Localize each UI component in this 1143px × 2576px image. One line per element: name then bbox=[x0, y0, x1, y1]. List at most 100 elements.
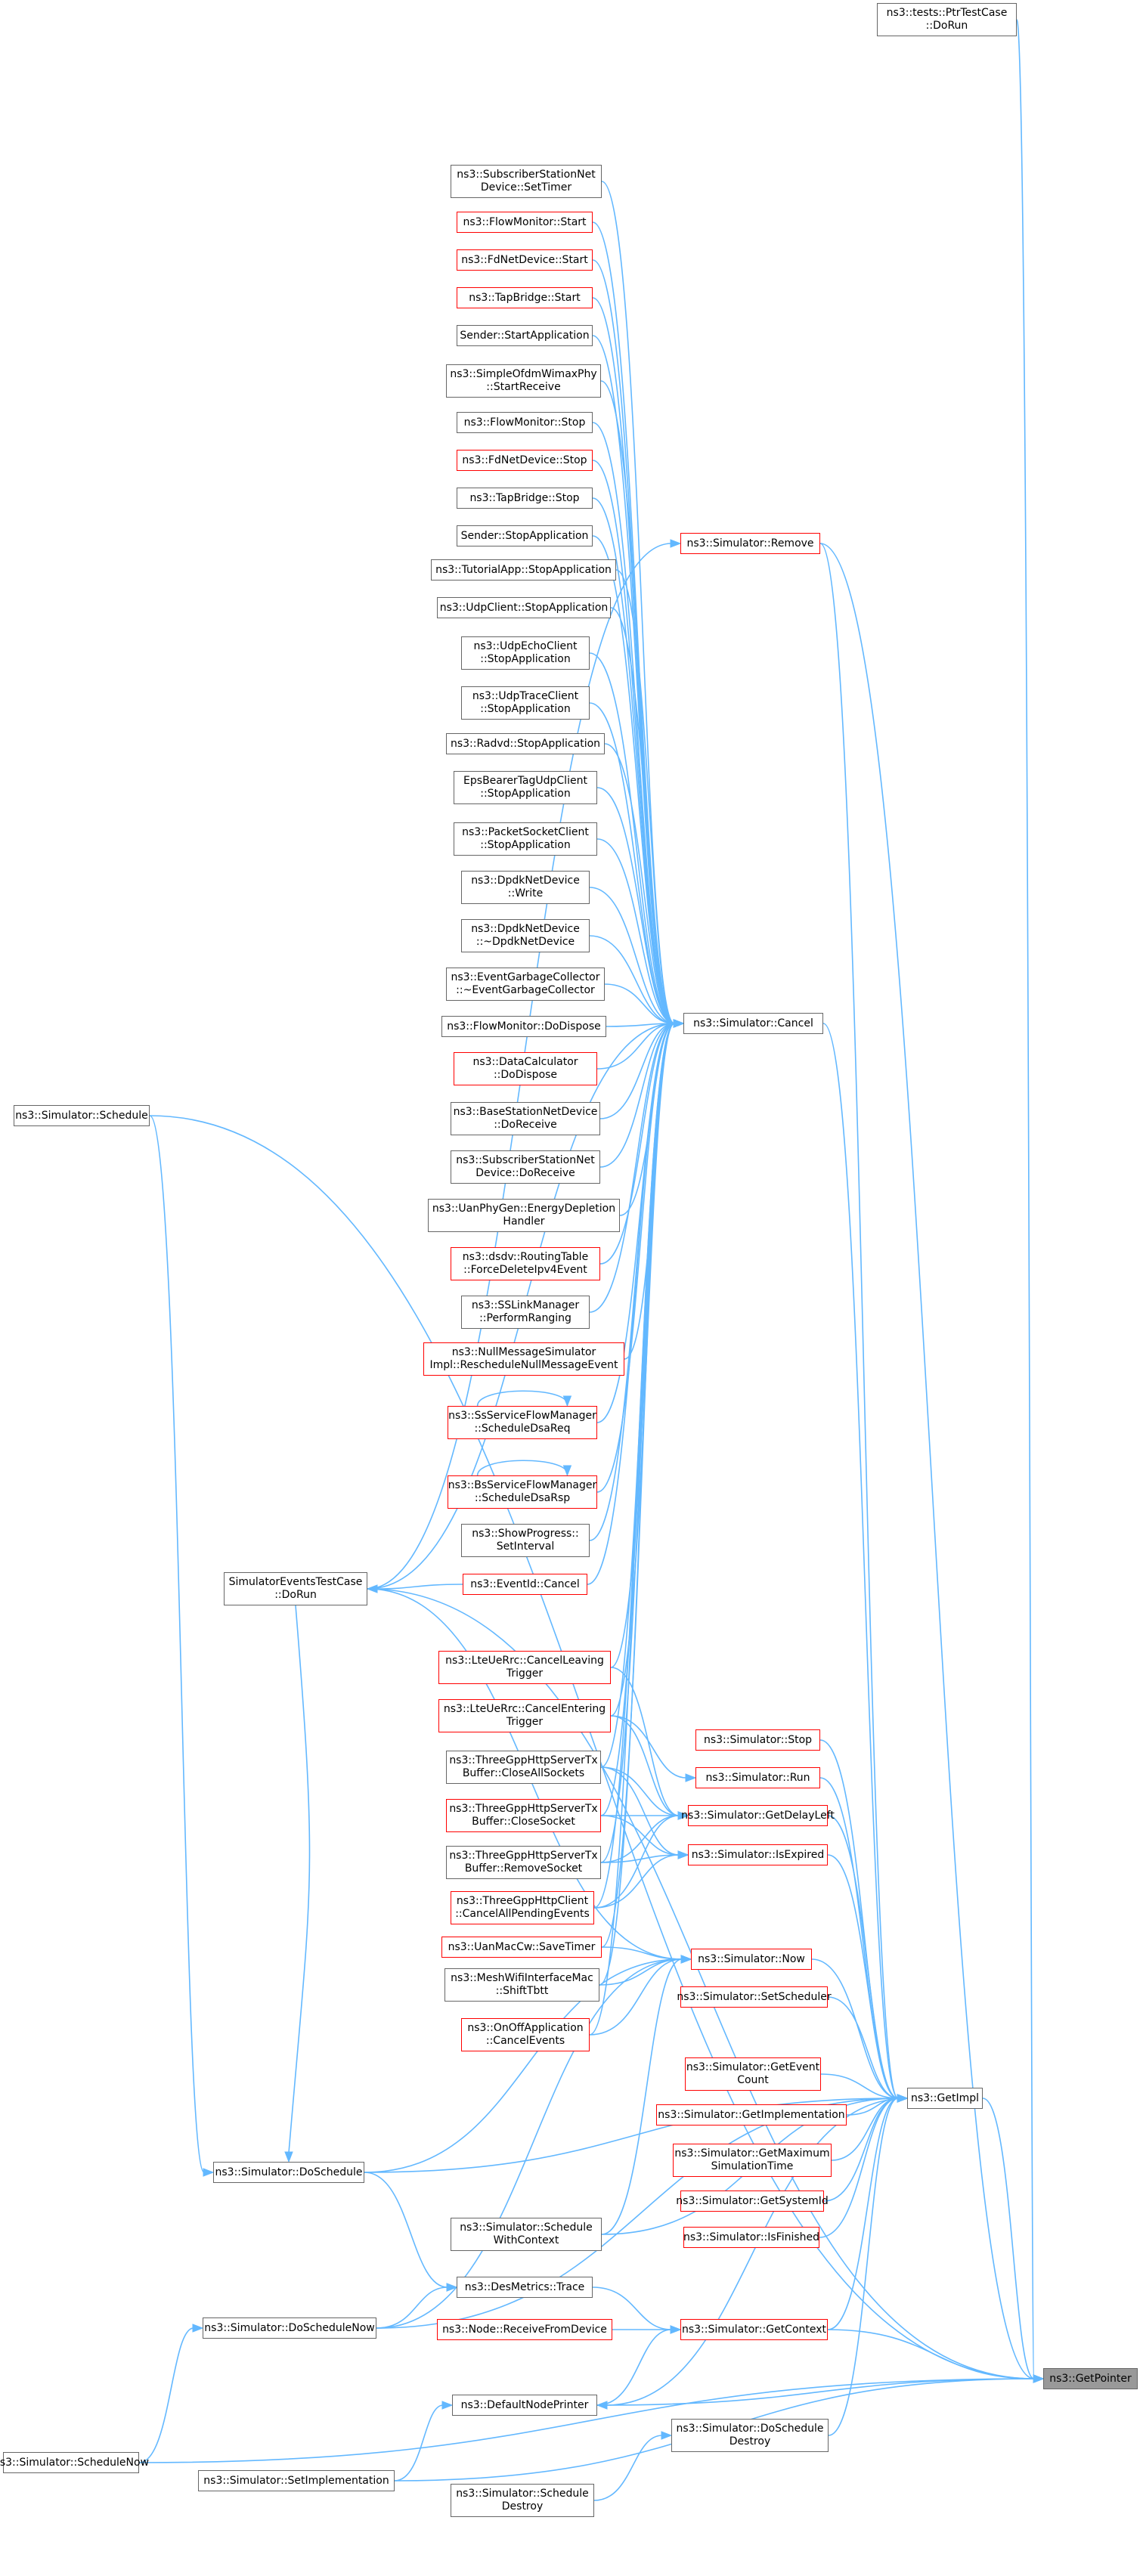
edge-sslink-to-cancel bbox=[589, 1023, 675, 1313]
node-ptrtest[interactable]: ns3::tests::PtrTestCase ::DoRun bbox=[877, 3, 1017, 36]
node-egc[interactable]: ns3::EventGarbageCollector ::~EventGarba… bbox=[446, 968, 605, 1001]
node-donow[interactable]: ns3::Simulator::DoScheduleNow bbox=[203, 2317, 376, 2339]
edge-defprinter-to-getctx bbox=[596, 2329, 672, 2406]
node-http3[interactable]: ns3::ThreeGppHttpServerTx Buffer::Remove… bbox=[446, 1846, 601, 1879]
edge-desmetrics-to-getctx bbox=[592, 2287, 672, 2330]
node-simstop[interactable]: ns3::Simulator::Stop bbox=[695, 1729, 820, 1751]
edge-dpdkdtor-to-cancel bbox=[589, 935, 675, 1024]
edge-packetsock-to-cancel bbox=[596, 838, 675, 1024]
node-sendstop[interactable]: Sender::StopApplication bbox=[457, 525, 593, 546]
edge-geteventcount-to-getimpl bbox=[820, 2073, 899, 2099]
node-getctx[interactable]: ns3::Simulator::GetContext bbox=[680, 2319, 828, 2340]
edge-bsflow-to-bsflow bbox=[476, 1460, 568, 1476]
edge-udpstop-to-cancel bbox=[610, 607, 675, 1024]
node-http1[interactable]: ns3::ThreeGppHttpServerTx Buffer::CloseA… bbox=[446, 1751, 601, 1784]
node-defprinter[interactable]: ns3::DefaultNodePrinter bbox=[452, 2395, 597, 2416]
node-fmdispose[interactable]: ns3::FlowMonitor::DoDispose bbox=[441, 1016, 606, 1037]
node-ssndrecv[interactable]: ns3::SubscriberStationNet Device::DoRece… bbox=[451, 1150, 600, 1184]
edge-radvd-to-cancel bbox=[604, 743, 675, 1024]
node-tbstop[interactable]: ns3::TapBridge::Stop bbox=[457, 488, 593, 509]
node-radvd[interactable]: ns3::Radvd::StopApplication bbox=[446, 733, 605, 754]
node-uanphy[interactable]: ns3::UanPhyGen::EnergyDepletion Handler bbox=[428, 1199, 620, 1232]
node-simpleofdm[interactable]: ns3::SimpleOfdmWimaxPhy ::StartReceive bbox=[446, 364, 601, 398]
node-fmstop[interactable]: ns3::FlowMonitor::Stop bbox=[457, 412, 593, 433]
edge-getimpl-to-defprinter bbox=[606, 2098, 908, 2406]
node-schednow[interactable]: ns3::Simulator::ScheduleNow bbox=[0, 2452, 149, 2473]
edge-httpclient-to-isexpired bbox=[593, 1854, 680, 1909]
node-udpecho[interactable]: ns3::UdpEchoClient ::StopApplication bbox=[461, 636, 590, 670]
node-getimplfn[interactable]: ns3::Simulator::GetImplementation bbox=[656, 2104, 847, 2126]
node-geteventcount[interactable]: ns3::Simulator::GetEvent Count bbox=[685, 2057, 821, 2091]
node-doschedule[interactable]: ns3::Simulator::DoSchedule bbox=[213, 2162, 364, 2183]
node-target[interactable]: ns3::GetPointer bbox=[1043, 2368, 1138, 2389]
node-ltecancelleave[interactable]: ns3::LteUeRrc::CancelLeaving Trigger bbox=[438, 1651, 611, 1684]
node-packetsock[interactable]: ns3::PacketSocketClient ::StopApplicatio… bbox=[454, 822, 597, 856]
node-schedctx[interactable]: ns3::Simulator::Schedule WithContext bbox=[451, 2218, 602, 2251]
node-onoff[interactable]: ns3::OnOffApplication ::CancelEvents bbox=[461, 2018, 590, 2051]
node-setimpl[interactable]: ns3::Simulator::SetImplementation bbox=[198, 2470, 395, 2491]
node-cancel[interactable]: ns3::Simulator::Cancel bbox=[683, 1013, 823, 1034]
node-udpstop[interactable]: ns3::UdpClient::StopApplication bbox=[437, 597, 611, 618]
node-nullmsg[interactable]: ns3::NullMessageSimulator Impl::Reschedu… bbox=[423, 1342, 624, 1376]
node-tbstart[interactable]: ns3::TapBridge::Start bbox=[457, 287, 593, 308]
edge-httpclient-to-getdelay bbox=[593, 1815, 680, 1909]
node-schedule[interactable]: ns3::Simulator::Schedule bbox=[14, 1105, 150, 1126]
node-datacalc[interactable]: ns3::DataCalculator ::DoDispose bbox=[454, 1052, 597, 1085]
node-bsnd[interactable]: ns3::BaseStationNetDevice ::DoReceive bbox=[451, 1102, 600, 1135]
edge-ltecancelenter-to-getdelay bbox=[610, 1715, 680, 1816]
node-httpclient[interactable]: ns3::ThreeGppHttpClient ::CancelAllPendi… bbox=[451, 1891, 594, 1924]
node-ltecancelenter[interactable]: ns3::LteUeRrc::CancelEntering Trigger bbox=[438, 1699, 611, 1732]
node-dpdkdtor[interactable]: ns3::DpdkNetDevice ::~DpdkNetDevice bbox=[461, 919, 590, 952]
node-simevents[interactable]: SimulatorEventsTestCase ::DoRun bbox=[224, 1572, 367, 1605]
node-bsflow[interactable]: ns3::BsServiceFlowManager ::ScheduleDsaR… bbox=[448, 1475, 597, 1509]
node-fmstart[interactable]: ns3::FlowMonitor::Start bbox=[457, 212, 593, 233]
node-isfinished[interactable]: ns3::Simulator::IsFinished bbox=[683, 2227, 819, 2248]
node-sendstart[interactable]: Sender::StartApplication bbox=[457, 325, 593, 346]
edge-donow-to-now bbox=[376, 1958, 683, 2329]
node-getsysid[interactable]: ns3::Simulator::GetSystemId bbox=[676, 2191, 829, 2212]
node-http2[interactable]: ns3::ThreeGppHttpServerTx Buffer::CloseS… bbox=[446, 1799, 601, 1832]
node-getimpl[interactable]: ns3::GetImpl bbox=[907, 2088, 983, 2109]
node-udptrace[interactable]: ns3::UdpTraceClient ::StopApplication bbox=[461, 686, 590, 720]
edge-isfinished-to-getimpl bbox=[819, 2098, 899, 2238]
node-fdstart[interactable]: ns3::FdNetDevice::Start bbox=[457, 249, 593, 271]
edge-tutstop-to-cancel bbox=[615, 569, 675, 1024]
node-meshwifi[interactable]: ns3::MeshWifiInterfaceMac ::ShiftTbtt bbox=[444, 1968, 599, 2002]
node-remove[interactable]: ns3::Simulator::Remove bbox=[680, 533, 820, 554]
node-getmax[interactable]: ns3::Simulator::GetMaximum SimulationTim… bbox=[673, 2144, 832, 2177]
node-ssnd[interactable]: ns3::SubscriberStationNet Device::SetTim… bbox=[451, 165, 602, 198]
node-fdstop[interactable]: ns3::FdNetDevice::Stop bbox=[457, 450, 593, 471]
edge-defprinter-to-getctx-arrowhead bbox=[670, 2325, 682, 2334]
node-simrun[interactable]: ns3::Simulator::Run bbox=[695, 1767, 820, 1788]
edge-donow-to-desmetrics bbox=[376, 2287, 448, 2329]
node-uanmac[interactable]: ns3::UanMacCw::SaveTimer bbox=[441, 1937, 602, 1958]
node-getdelay[interactable]: ns3::Simulator::GetDelayLeft bbox=[681, 1805, 835, 1826]
edge-httpclient-to-isexpired-arrowhead bbox=[677, 1850, 689, 1859]
node-tutstop[interactable]: ns3::TutorialApp::StopApplication bbox=[431, 559, 616, 581]
node-scheddestroy[interactable]: ns3::Simulator::Schedule Destroy bbox=[451, 2484, 594, 2517]
node-desmetrics[interactable]: ns3::DesMetrics::Trace bbox=[457, 2277, 593, 2298]
node-showprog[interactable]: ns3::ShowProgress:: SetInterval bbox=[461, 1524, 590, 1557]
node-dsdv[interactable]: ns3::dsdv::RoutingTable ::ForceDeleteIpv… bbox=[451, 1247, 600, 1280]
node-eventid[interactable]: ns3::EventId::Cancel bbox=[463, 1574, 587, 1595]
edge-onoff-to-now bbox=[589, 1958, 683, 2036]
edge-remove-to-target bbox=[819, 543, 1035, 2379]
node-isexpired[interactable]: ns3::Simulator::IsExpired bbox=[688, 1844, 828, 1865]
node-epsbearer[interactable]: EpsBearerTagUdpClient ::StopApplication bbox=[454, 771, 597, 804]
edge-ssflow-to-ssflow bbox=[476, 1390, 568, 1407]
edge-simevents-to-target bbox=[367, 1588, 1035, 2379]
node-now[interactable]: ns3::Simulator::Now bbox=[691, 1949, 812, 1970]
edge-httpclient-to-getdelay-arrowhead bbox=[677, 1811, 689, 1820]
edge-simevents-to-doschedule bbox=[288, 1605, 311, 2153]
edge-dodestroy-to-getimpl bbox=[828, 2098, 899, 2436]
node-ssflow[interactable]: ns3::SsServiceFlowManager ::ScheduleDsaR… bbox=[448, 1406, 597, 1439]
edge-http2-to-cancel bbox=[600, 1023, 675, 1816]
node-nodercv[interactable]: ns3::Node::ReceiveFromDevice bbox=[437, 2319, 612, 2340]
node-sslink[interactable]: ns3::SSLinkManager ::PerformRanging bbox=[461, 1296, 590, 1329]
node-setsched[interactable]: ns3::Simulator::SetScheduler bbox=[677, 1986, 832, 2008]
edge-doschedule-to-now bbox=[364, 1958, 683, 2173]
edge-getctx-to-target bbox=[827, 2329, 1035, 2379]
node-dodestroy[interactable]: ns3::Simulator::DoSchedule Destroy bbox=[671, 2419, 829, 2452]
node-dpdkwrite[interactable]: ns3::DpdkNetDevice ::Write bbox=[461, 871, 590, 904]
